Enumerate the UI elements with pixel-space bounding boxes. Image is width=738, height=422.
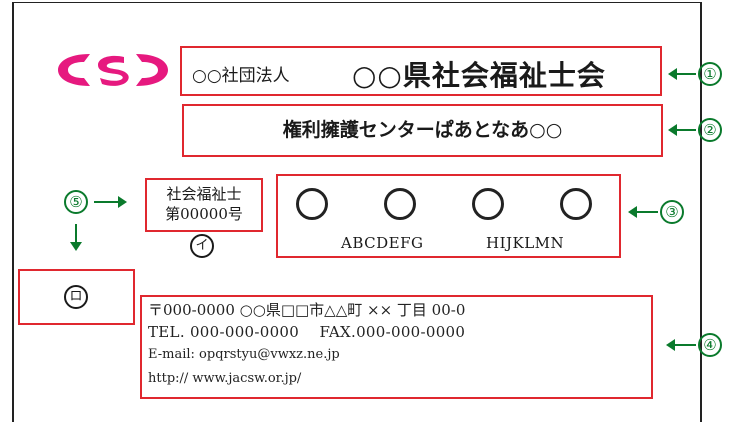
arrow-left-icon <box>668 68 677 80</box>
arrow-line <box>674 344 696 346</box>
arrow-left-icon <box>666 339 675 351</box>
arrow-line <box>676 129 696 131</box>
org-name-frame: ○○社団法人 ○○県社会福祉士会 <box>180 46 662 96</box>
name-placeholder-circle <box>384 188 416 220</box>
name-placeholder-circle <box>296 188 328 220</box>
name-reading-given: HIJKLMN <box>486 234 565 252</box>
annotation-1: ① <box>698 62 722 86</box>
org-name: ○○県社会福祉士会 <box>352 59 606 92</box>
name-reading-family: ABCDEFG <box>341 234 424 252</box>
address: 〒000-0000 ○○県□□市△△町 ×× 丁目 00-0 <box>148 301 466 319</box>
annotation-5: ⑤ <box>64 190 88 214</box>
center-name: 権利擁護センターぱあとなあ○○ <box>282 119 563 141</box>
email-label: E-mail: <box>148 347 195 362</box>
arrow-left-icon <box>668 124 677 136</box>
website-url: http:// www.jacsw.or.jp/ <box>148 371 302 386</box>
tel-fax: TEL. 000-000-0000 FAX.000-000-0000 <box>148 323 466 341</box>
arrow-line <box>94 201 118 203</box>
business-card <box>12 2 702 422</box>
email-address: opqrstyu@vwxz.ne.jp <box>199 347 340 362</box>
arrow-down-icon <box>70 242 82 251</box>
qualification-title: 社会福祉士 <box>166 185 242 203</box>
annotation-4: ④ <box>698 333 722 357</box>
annotation-2: ② <box>698 118 722 142</box>
email-line: E-mail: opqrstyu@vwxz.ne.jp <box>148 347 340 362</box>
photo-frame: ロ <box>18 269 135 325</box>
org-type: ○○社団法人 <box>192 66 290 86</box>
arrow-line <box>636 211 658 213</box>
qualification-number: 第00000号 <box>165 205 243 223</box>
arrow-right-icon <box>118 196 127 208</box>
label-ro: ロ <box>64 285 88 309</box>
logo-icon <box>58 54 168 86</box>
annotation-3: ③ <box>660 200 684 224</box>
label-i: イ <box>190 234 214 258</box>
arrow-left-icon <box>628 206 637 218</box>
center-name-frame: 権利擁護センターぱあとなあ○○ <box>182 104 663 157</box>
name-placeholder-circle <box>472 188 504 220</box>
name-placeholder-circle <box>560 188 592 220</box>
arrow-line <box>676 73 696 75</box>
qualification-frame: 社会福祉士 第00000号 <box>145 178 263 232</box>
name-frame: ABCDEFG HIJKLMN <box>276 174 621 258</box>
contact-frame: 〒000-0000 ○○県□□市△△町 ×× 丁目 00-0 TEL. 000-… <box>140 295 653 399</box>
arrow-line <box>75 224 77 242</box>
